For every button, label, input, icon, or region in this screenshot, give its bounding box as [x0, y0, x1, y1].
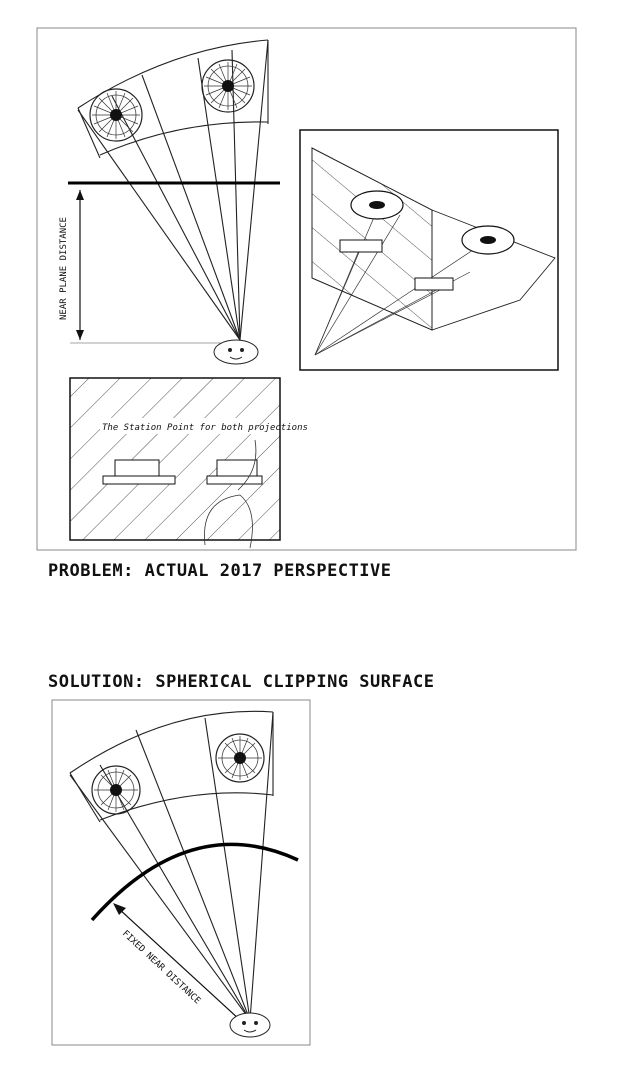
problem-caption: PROBLEM: ACTUAL 2017 PERSPECTIVE — [48, 561, 392, 581]
problem-figure: NEAR PLANE DISTANCE The Station Point fo… — [36, 27, 577, 551]
view-frustum — [77, 39, 269, 341]
solution-caption: SOLUTION: SPHERICAL CLIPPING SURFACE — [48, 672, 435, 692]
solution-left-turbine-icon — [91, 765, 141, 815]
problem-frame — [36, 27, 577, 551]
right-turbine-icon — [201, 59, 255, 113]
solution-viewer-eye-icon — [229, 1012, 271, 1038]
left-turbine-icon — [89, 88, 143, 142]
solution-figure: FIXED NEAR DISTANCE — [51, 699, 311, 1046]
station-point-label: The Station Point for both projections — [102, 423, 308, 433]
viewer-eye-icon — [213, 339, 259, 365]
solution-frame — [51, 699, 311, 1046]
spherical-clipping-arc — [98, 812, 298, 860]
fixed-near-arrow — [117, 907, 241, 1021]
near-plane-label: NEAR PLANE DISTANCE — [59, 217, 69, 320]
solution-right-turbine-icon — [215, 733, 265, 783]
fixed-near-label: FIXED NEAR DISTANCE — [120, 929, 202, 1007]
solution-frustum — [69, 710, 274, 1021]
inset-plane-frame — [69, 377, 281, 541]
